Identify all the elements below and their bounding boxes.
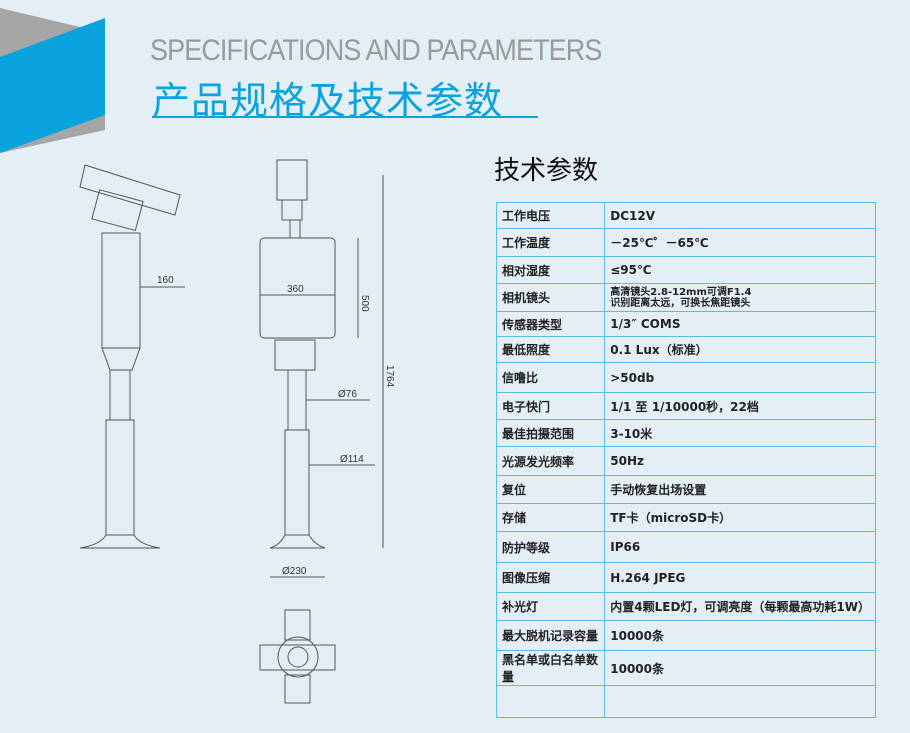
- spec-value: 10000条: [604, 650, 876, 686]
- spec-value: [604, 685, 876, 718]
- dim-230: Ø230: [282, 566, 307, 577]
- spec-value: 50Hz: [604, 446, 876, 476]
- spec-key: 黑名单或白名单数量: [495, 650, 606, 686]
- dim-76: Ø76: [338, 389, 357, 400]
- dim-1764: 1764: [384, 365, 395, 388]
- spec-value-line: 高清镜头2.8-12mm可调F1.4: [610, 286, 752, 298]
- spec-value: TF卡（microSD卡）: [604, 503, 876, 532]
- spec-row: 复位手动恢复出场设置: [495, 475, 876, 504]
- spec-value: －25℃゜－65℃: [604, 228, 876, 257]
- spec-value: H.264 JPEG: [604, 562, 876, 593]
- spec-value: IP66: [604, 531, 876, 563]
- chinese-title: 产品规格及技术参数: [152, 79, 504, 123]
- spec-row: [495, 685, 876, 718]
- spec-value-line: 识别距离太远，可换长焦距镜头: [610, 297, 751, 309]
- spec-key: 最低照度: [495, 336, 606, 363]
- english-title: SPECIFICATIONS AND PARAMETERS: [150, 34, 602, 67]
- spec-heading: 技术参数: [494, 156, 599, 186]
- spec-key: [495, 685, 606, 718]
- spec-row: 相对湿度≤95℃: [495, 256, 876, 284]
- spec-value: ≤95℃: [604, 256, 876, 284]
- spec-row: 信噜比>50db: [495, 362, 876, 393]
- dim-500: 500: [359, 295, 370, 312]
- spec-value: 1/3″ COMS: [604, 311, 876, 337]
- spec-key: 最大脱机记录容量: [495, 620, 606, 651]
- spec-value: 内置4颗LED灯，可调亮度（每颗最高功耗1W）: [604, 592, 876, 621]
- spec-value: DC12V: [604, 202, 876, 229]
- spec-key: 防护等级: [495, 531, 606, 563]
- dim-160: 160: [157, 275, 174, 286]
- spec-key: 最佳拍摄范围: [495, 419, 606, 447]
- spec-key: 传感器类型: [495, 311, 606, 337]
- spec-key: 复位: [495, 475, 606, 504]
- spec-key: 补光灯: [495, 592, 606, 621]
- banner-shape: [0, 8, 105, 153]
- spec-row: 工作温度－25℃゜－65℃: [495, 228, 876, 257]
- title-underline: [152, 116, 538, 118]
- spec-key: 工作电压: [495, 202, 606, 229]
- spec-value: >50db: [604, 362, 876, 393]
- spec-value: 1/1 至 1/10000秒，22档: [604, 392, 876, 420]
- spec-key: 相机镜头: [495, 283, 606, 312]
- spec-key: 信噜比: [495, 362, 606, 393]
- dim-360: 360: [287, 284, 304, 295]
- spec-key: 工作温度: [495, 228, 606, 257]
- spec-value: 10000条: [604, 620, 876, 651]
- spec-key: 相对湿度: [495, 256, 606, 284]
- spec-key: 存储: [495, 503, 606, 532]
- spec-value: 手动恢复出场设置: [604, 475, 876, 504]
- dim-114: Ø114: [340, 454, 364, 465]
- product-drawing: 160 360 500 1764 Ø76 Ø114 Ø230: [79, 159, 395, 704]
- spec-row: 补光灯内置4颗LED灯，可调亮度（每颗最高功耗1W）: [495, 592, 876, 621]
- spec-value: 0.1 Lux（标准）: [604, 336, 876, 363]
- spec-key: 电子快门: [495, 392, 606, 420]
- spec-key: 光源发光频率: [495, 446, 606, 476]
- spec-value: 3-10米: [604, 419, 876, 447]
- spec-key: 图像压缩: [495, 562, 606, 593]
